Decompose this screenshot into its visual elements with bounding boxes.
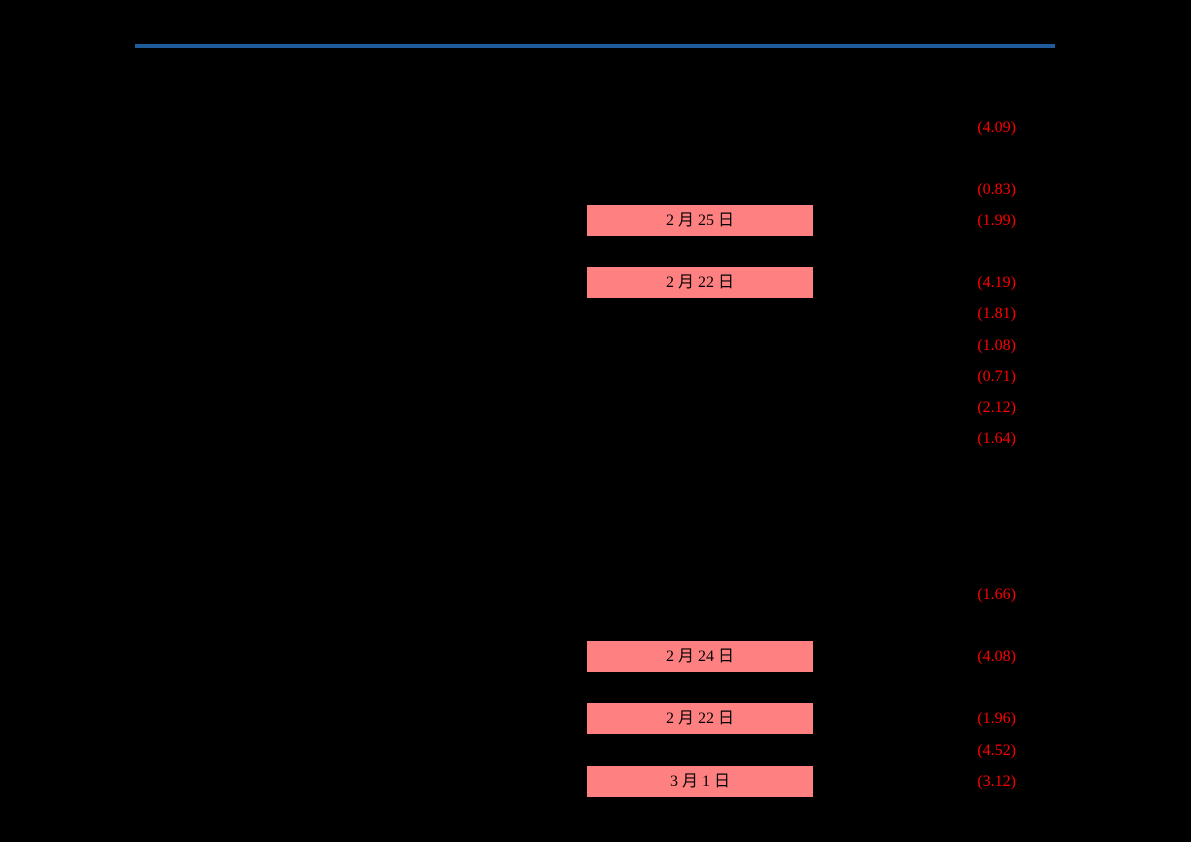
negative-value: (1.96): [977, 710, 1016, 727]
negative-value: (2.12): [977, 399, 1016, 416]
section-divider-line: [135, 44, 1055, 48]
negative-value: (1.66): [977, 586, 1016, 603]
negative-value: (1.99): [977, 212, 1016, 229]
negative-value: (1.81): [977, 305, 1016, 322]
date-highlight-cell: 3 月 1 日: [587, 766, 813, 797]
negative-value: (1.08): [977, 337, 1016, 354]
negative-value: (4.09): [977, 119, 1016, 136]
negative-value: (1.64): [977, 430, 1016, 447]
negative-value: (4.52): [977, 742, 1016, 759]
negative-value: (3.12): [977, 773, 1016, 790]
date-highlight-cell: 2 月 25 日: [587, 205, 813, 236]
date-highlight-cell: 2 月 22 日: [587, 267, 813, 298]
negative-value: (4.08): [977, 648, 1016, 665]
date-highlight-cell: 2 月 24 日: [587, 641, 813, 672]
negative-value: (0.71): [977, 368, 1016, 385]
date-highlight-cell: 2 月 22 日: [587, 703, 813, 734]
negative-value: (0.83): [977, 181, 1016, 198]
negative-value: (4.19): [977, 274, 1016, 291]
